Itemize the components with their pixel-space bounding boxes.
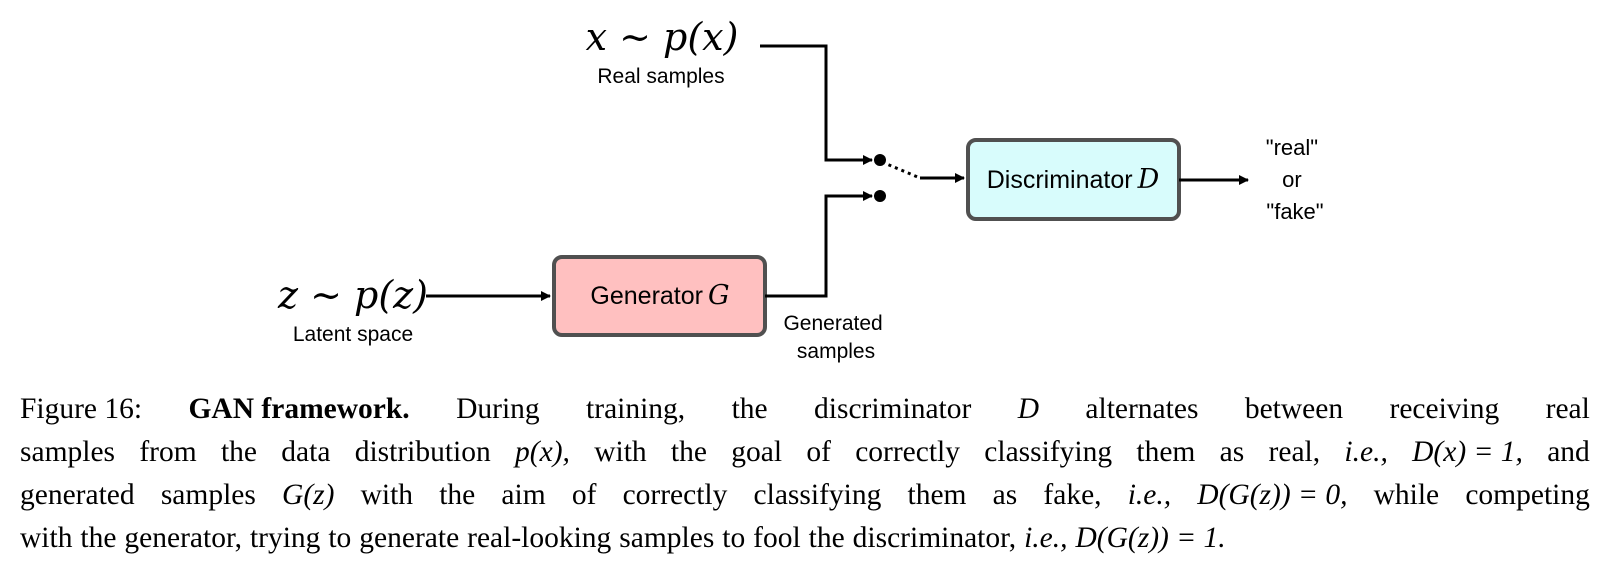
caption-word: between: [1244, 393, 1344, 425]
caption-abbrev: i.e.,: [1024, 522, 1068, 554]
real-samples-wire: [760, 44, 873, 165]
caption-word: samples: [619, 522, 715, 554]
caption-word: During: [456, 393, 540, 425]
caption-word: with: [594, 436, 647, 468]
caption-word: aim: [501, 479, 546, 511]
caption-math: D(x) = 1,: [1412, 436, 1523, 468]
caption-word: the: [670, 436, 707, 468]
figure-caption: Figure 16: GAN framework. During trainin…: [20, 388, 1590, 560]
caption-word: goal: [731, 436, 783, 468]
caption-word: with: [20, 522, 73, 554]
caption-abbrev: i.e.,: [1127, 479, 1172, 511]
caption-word: to: [328, 522, 352, 554]
caption-word: real-looking: [467, 522, 612, 554]
real-samples-label: Real samples: [597, 65, 724, 88]
output-label: "real" or "fake": [1266, 135, 1324, 224]
caption-math: D(G(z)) = 1.: [1075, 522, 1226, 554]
caption-word: distribution: [354, 436, 491, 468]
caption-word: discriminator: [814, 393, 972, 425]
caption-word: correctly: [622, 479, 728, 511]
caption-word: to: [722, 522, 746, 554]
caption-word: trying: [249, 522, 321, 554]
caption-word: of: [571, 479, 597, 511]
caption-line-3: generated samples G(z) with the aim of c…: [20, 474, 1590, 517]
caption-word: fool: [753, 522, 801, 554]
caption-word: samples: [20, 436, 116, 468]
latent-formula: z ∼ p(z): [277, 273, 428, 317]
caption-word: competing: [1465, 479, 1590, 511]
caption-word: of: [806, 436, 831, 468]
real-samples-formula: x ∼ p(x): [586, 15, 739, 59]
caption-line-4: with the generator, trying to generate r…: [20, 517, 1590, 560]
switch-toggle-dotted: [881, 160, 921, 180]
caption-word: while: [1373, 479, 1440, 511]
caption-word: as: [1219, 436, 1245, 468]
caption-word: data: [281, 436, 331, 468]
caption-math: D: [1017, 393, 1040, 425]
latent-space-label: Latent space: [293, 323, 413, 346]
caption-abbrev: i.e.,: [1344, 436, 1388, 468]
caption-word: fake,: [1043, 479, 1102, 511]
caption-word: the: [80, 522, 117, 554]
caption-word: generated: [20, 479, 135, 511]
caption-word: the: [439, 479, 476, 511]
generated-samples-wire: [765, 191, 873, 298]
caption-word: alternates: [1085, 393, 1199, 425]
caption-word: them: [1136, 436, 1196, 468]
caption-word: training,: [586, 393, 686, 425]
caption-word: from: [139, 436, 197, 468]
caption-word: correctly: [855, 436, 961, 468]
caption-word: real: [1545, 393, 1590, 425]
caption-math: p(x),: [515, 436, 570, 468]
caption-word: and: [1547, 436, 1590, 468]
caption-word: samples: [160, 479, 256, 511]
caption-line-2: samples from the data distribution p(x),…: [20, 431, 1590, 474]
caption-title: GAN framework.: [188, 393, 410, 425]
caption-word: with: [360, 479, 414, 511]
caption-word: generate: [359, 522, 460, 554]
caption-word: real,: [1268, 436, 1321, 468]
caption-word: discriminator,: [852, 522, 1017, 554]
generated-samples-label: Generated samples: [783, 312, 888, 363]
caption-figure-number: Figure 16:: [20, 393, 143, 425]
caption-word: receiving: [1389, 393, 1500, 425]
caption-word: the: [731, 393, 768, 425]
switch-contact-generated: [874, 190, 886, 202]
caption-word: classifying: [753, 479, 882, 511]
caption-math: G(z): [282, 479, 335, 511]
caption-word: generator,: [124, 522, 242, 554]
caption-word: them: [907, 479, 967, 511]
caption-word: the: [808, 522, 845, 554]
caption-line-1: Figure 16: GAN framework. During trainin…: [20, 388, 1590, 431]
caption-word: classifying: [984, 436, 1113, 468]
caption-math: D(G(z)) = 0,: [1197, 479, 1348, 511]
caption-word: as: [992, 479, 1018, 511]
caption-word: the: [220, 436, 257, 468]
